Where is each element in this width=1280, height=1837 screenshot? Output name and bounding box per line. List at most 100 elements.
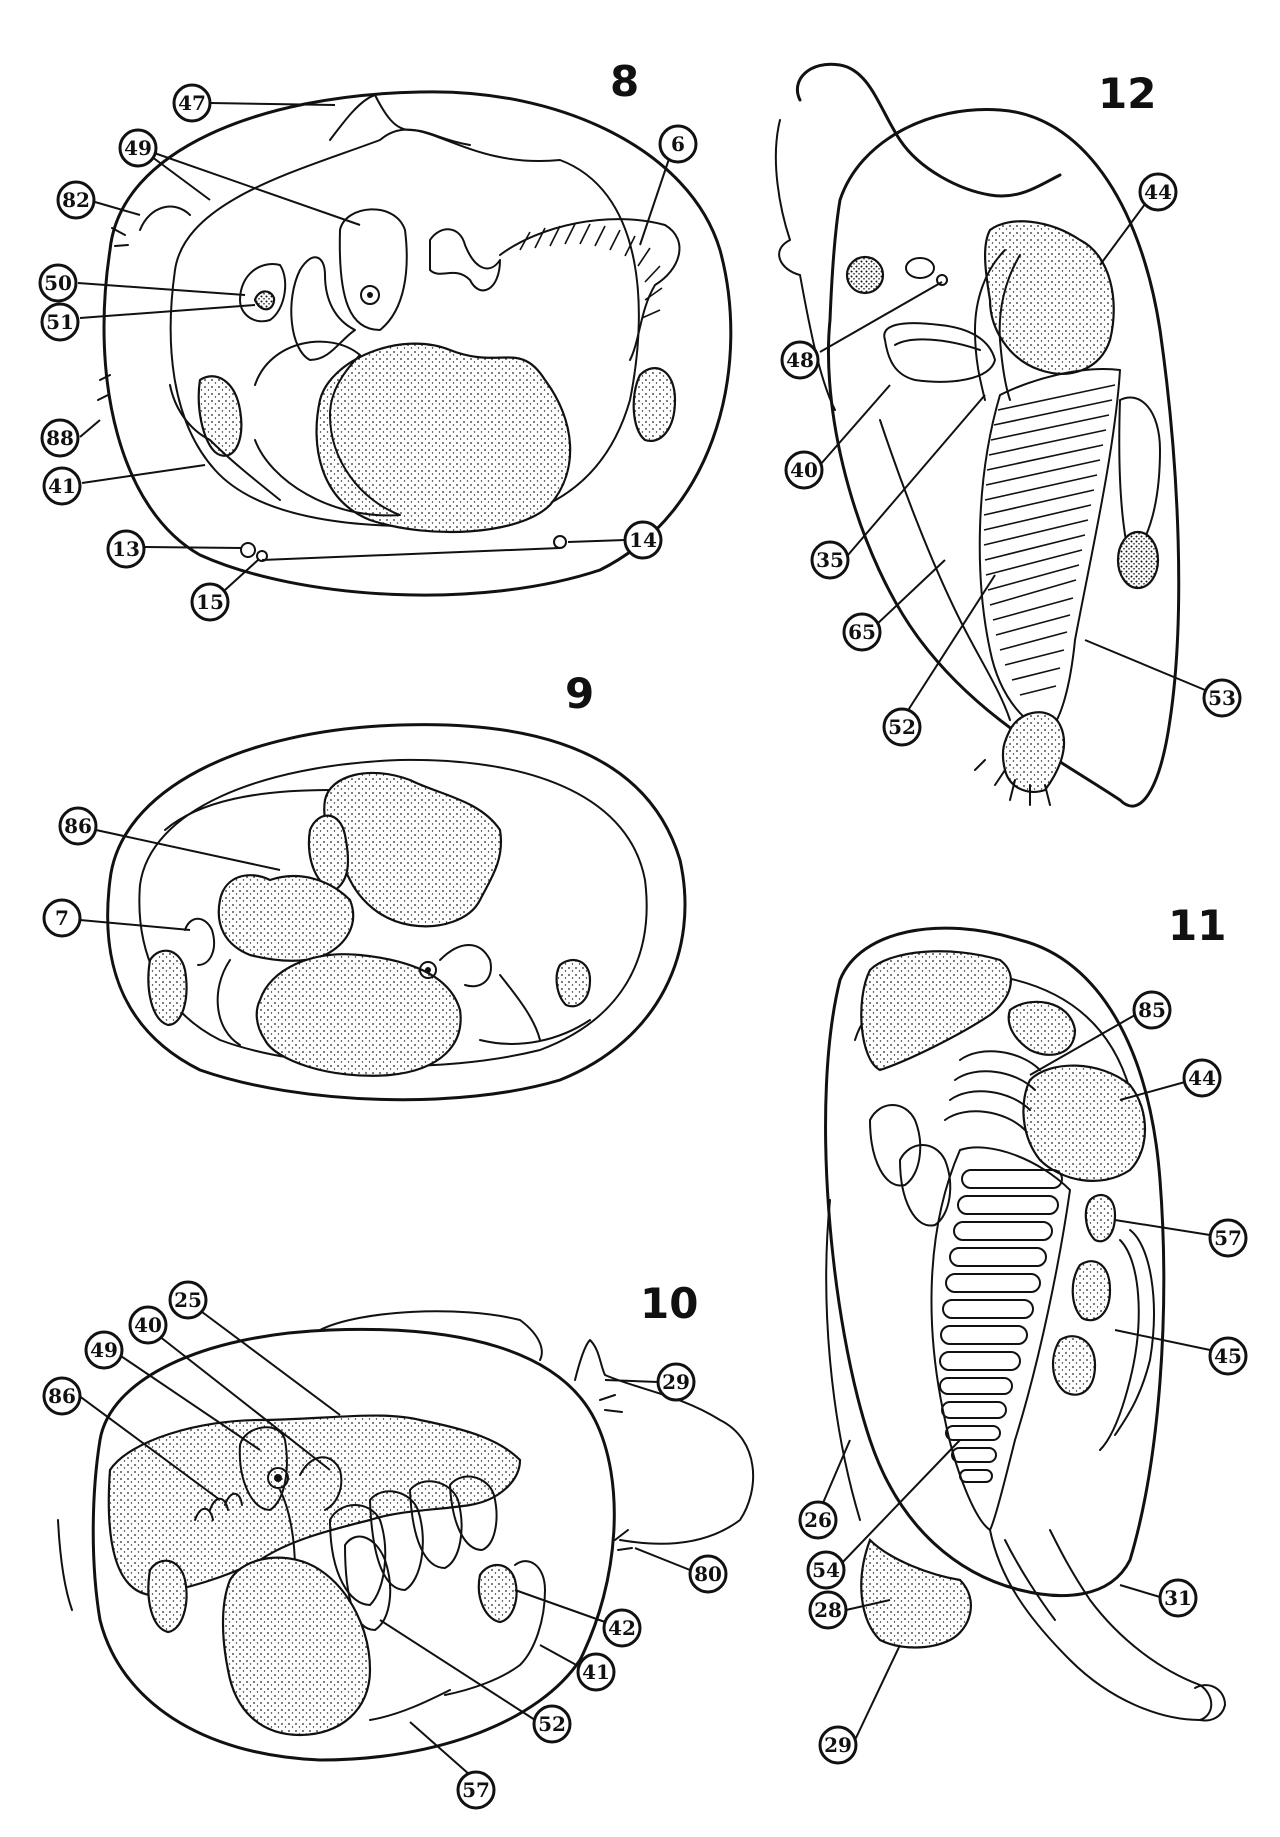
label-fig11-31: 31 [1158,1578,1198,1618]
fig11-organ-45b [1052,1335,1097,1396]
fig11-left-coil [869,1104,922,1187]
fig8-shell-gland [499,218,681,361]
label-fig8-15: 15 [190,582,230,622]
fig12-right-coil [1118,396,1161,561]
fig9-labels: 86 7 [42,806,281,938]
svg-text:48: 48 [786,348,814,372]
fig11-velum-44 [1022,1064,1146,1182]
fig10-cilia-80 [614,1529,633,1551]
label-fig11-28: 28 [808,1590,848,1630]
figure-12: 12 [774,62,1181,808]
fig9-right-fold [499,974,541,1041]
svg-text:52: 52 [538,1712,566,1736]
label-fig11-85: 85 [1132,990,1172,1030]
fig11-left-coil-2 [899,1144,952,1227]
fig11-tail-strand [1004,1539,1056,1621]
fig12-gill-body [978,368,1121,731]
svg-text:86: 86 [48,1384,76,1408]
label-fig8-50: 50 [38,263,78,303]
svg-text:85: 85 [1138,998,1166,1022]
svg-text:88: 88 [46,426,74,450]
svg-text:50: 50 [44,271,72,295]
fig10-eye [267,1467,289,1489]
label-fig8-41: 41 [42,466,82,506]
fig9-left-organ [147,949,188,1027]
label-fig10-29: 29 [656,1362,696,1402]
svg-text:44: 44 [1188,1066,1216,1090]
svg-text:13: 13 [112,537,140,561]
fig11-foot-tip [1194,1684,1226,1722]
svg-text:57: 57 [462,1778,490,1802]
fig8-statocyst-15 [256,550,268,562]
svg-text:52: 52 [888,715,916,739]
fig11-gill-body [930,1146,1071,1531]
fig10-inner-line [319,1310,543,1361]
svg-text:47: 47 [178,91,206,115]
label-fig12-48: 48 [780,340,820,380]
fig10-labels: 25 40 49 86 29 80 42 41 [42,1280,728,1810]
fig9-head [323,771,503,928]
fig9-eye-pupil [425,967,431,973]
fig12-gill-lamellae [983,384,1116,696]
fig8-dorsal-hump [329,94,471,146]
svg-text:26: 26 [804,1508,832,1532]
fig12-labels: 44 48 40 35 65 52 53 [780,172,1242,747]
fig10-gill-loops [329,1475,498,1606]
label-fig12-40: 40 [784,450,824,490]
svg-text:80: 80 [694,1562,722,1586]
svg-text:49: 49 [124,136,152,160]
label-fig10-25: 25 [168,1280,208,1320]
fig10-cilia-29 [599,1394,623,1413]
fig8-anterior-cilia [111,205,191,247]
fig11-head-ridges [944,1050,1041,1131]
figure-10: 10 [57,1279,755,1762]
label-fig12-52: 52 [882,707,922,747]
fig8-right-lobe [632,367,677,443]
label-fig8-13: 13 [106,529,146,569]
svg-text:54: 54 [812,1558,840,1582]
fig8-statocyst-14 [553,535,567,549]
fig8-organ-50 [239,263,287,323]
fig9-shell-line [164,789,591,1045]
fig8-baseline [261,547,561,561]
fig9-gut [439,944,492,988]
figure-8: 8 [97,57,733,597]
fig12-shell-inner-curve [879,419,1011,721]
label-fig8-51: 51 [40,302,80,342]
fig12-otolith [905,257,935,279]
label-fig8-88: 88 [40,418,80,458]
label-fig8-14: 14 [623,520,663,560]
fig11-upper-lobe [860,950,1012,1072]
fig12-dark-organ [1116,530,1160,590]
fig8-velum [169,384,281,501]
figure-number-12: 12 [1098,69,1156,118]
label-fig8-6: 6 [658,124,698,164]
fig12-siphon-loop [883,322,996,383]
fig12-velum [983,220,1115,375]
svg-text:6: 6 [671,132,685,156]
label-fig12-65: 65 [842,612,882,652]
label-fig10-86: 86 [42,1376,82,1416]
label-fig12-35: 35 [810,540,850,580]
label-fig10-57: 57 [456,1770,496,1810]
svg-text:29: 29 [662,1370,690,1394]
svg-text:40: 40 [134,1313,162,1337]
fig8-mantle-fold [254,340,401,517]
fig10-outer-membrane [91,1327,616,1762]
figure-number-11: 11 [1168,901,1226,950]
svg-text:65: 65 [848,620,876,644]
label-fig10-40: 40 [128,1305,168,1345]
label-fig8-47: 47 [172,83,212,123]
label-fig11-26: 26 [798,1500,838,1540]
svg-text:7: 7 [55,906,69,930]
fig8-gut-loop [290,256,356,361]
fig9-right-organ [555,958,592,1008]
svg-text:29: 29 [824,1733,852,1757]
svg-text:51: 51 [46,310,74,334]
svg-text:35: 35 [816,548,844,572]
label-fig11-29: 29 [818,1725,858,1765]
fig11-labels: 85 44 57 45 26 54 28 31 [798,990,1248,1765]
fig8-eye-lobe [338,208,408,331]
fig10-projection [574,1339,755,1545]
